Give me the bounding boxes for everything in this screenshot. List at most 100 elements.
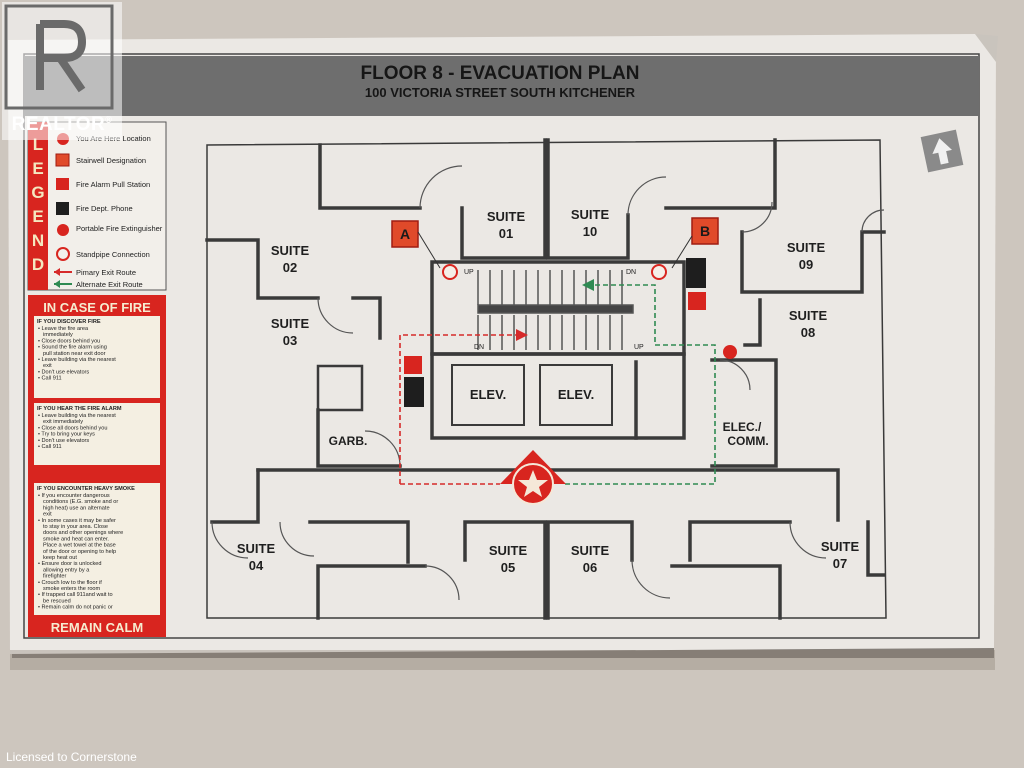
door-swing [279,521,315,557]
realtor-wordmark-text: REALTOR [11,114,106,135]
fire-instruction-line: • If trapped call 911and wait to [38,592,113,598]
suite-label: SUITE [271,243,310,258]
phone-icon [686,258,706,288]
legend-letter: G [31,183,44,202]
suite-label: SUITE [571,543,610,558]
wall [670,564,782,620]
fire-instruction-line: • If you encounter dangerous [38,493,110,499]
legend-label: Alternate Exit Route [76,280,143,289]
wall [664,138,777,210]
fire-instruction-line: Place a wet towel at the base [43,543,116,549]
legend-letter: D [32,255,44,274]
fire-alarm-icon [404,356,422,374]
fire-instruction-line: • Don't use elevators [38,369,89,375]
legend-label: Stairwell Designation [76,156,146,165]
fire-instruction-line: • Remain calm do not panic or [38,605,113,611]
suite-number: 05 [501,560,515,575]
legend-red-strip [28,122,48,290]
registered-mark: ® [105,114,113,125]
fire-instruction-line: • Leave building via the nearest [38,413,116,419]
stair-direction-labels: UP DN DN UP [464,269,644,351]
standpipe-icon [442,264,458,280]
wall [463,520,547,620]
suite-number: 07 [833,556,847,571]
wall [210,468,260,524]
door-swing [317,297,354,334]
fire-instruction-line: allowing entry by a [43,567,90,573]
elevator-label: ELEV. [470,387,506,402]
elec-label: ELEC./ [723,420,762,434]
fire-section-2 [34,403,160,465]
stairwell-a-marker [391,220,419,248]
extinguisher-icon [723,345,737,359]
realtor-logo-icon [4,4,114,110]
legend-label: Fire Dept. Phone [76,204,133,213]
fire-instruction-line: exit immediately [43,419,83,425]
wall [740,230,886,294]
sign-title: FLOOR 8 - EVACUATION PLAN [360,63,639,84]
legend-letter: L [33,135,43,154]
suite-number: 06 [583,560,597,575]
stairwell-b-label: B [700,223,710,239]
garbage-label: GARB. [329,434,368,448]
outer-wall [206,139,887,619]
realtor-wordmark: REALTOR® [2,114,122,136]
stairwell-a-label: A [400,226,410,242]
fire-panel-footer: REMAIN CALM [51,620,143,635]
standpipe-icon [56,247,70,261]
suite-label: SUITE [237,541,276,556]
primary-exit-route [399,334,520,484]
door-swing [419,165,463,209]
legend-vertical-label: L E G E N D [31,135,44,274]
fire-instruction-line: smoke enters the room [43,586,101,592]
legend-letter: E [32,207,43,226]
suite-number: 10 [583,224,597,239]
stair-treads [477,270,634,350]
north-arrow-head [932,138,952,165]
wall [316,564,427,620]
fire-instruction-line: doors and other openings where [43,530,123,536]
stair-up-label: UP [634,344,644,351]
stairwell-icon [55,153,70,167]
fire-instruction-line: exit [43,363,52,369]
plan-frame [23,53,980,639]
alternate-exit-route [565,284,716,485]
fire-section-title: IF YOU DISCOVER FIRE [37,319,101,325]
wall [688,520,792,562]
fire-instruction-line: to stay in your area. Close [43,524,108,530]
fire-instruction-line: pull station near exit door [43,351,106,357]
fire-instruction-line: smoke and heat can enter. [43,536,109,542]
legend-letter: N [32,231,44,250]
legend-label: Pimary Exit Route [76,268,136,277]
suite-label: SUITE [787,240,826,255]
fire-panel-text: IF YOU DISCOVER FIRE• Leave the fire are… [37,319,135,611]
door-swing [631,559,671,599]
wall [710,358,778,468]
door-swing [719,359,751,391]
primary-arrow-head [54,268,60,276]
stair-dn-label: DN [474,344,484,351]
door-swing [211,521,249,559]
sign-address: 100 VICTORIA STREET SOUTH KITCHENER [365,85,636,100]
suite-label: SUITE [489,543,528,558]
wall [256,468,840,522]
fire-instruction-line: exit [43,512,52,518]
fire-instruction-line: • Close all doors behind you [38,425,107,431]
star-icon [518,470,548,497]
suite-label: SUITE [571,207,610,222]
phone-icon [404,377,424,407]
stair-landing [477,304,634,314]
fire-instruction-line: • Leave the fire area [38,326,89,332]
door-swing [741,201,773,233]
fire-section-1 [34,316,160,398]
suite-number: 08 [801,325,815,340]
fire-instruction-line: firefighter [43,574,66,580]
suite-number: 09 [799,257,813,272]
fire-instruction-line: • Ensure door is unlocked [38,561,102,567]
fire-instruction-line: high heat) use an alternate [43,505,110,511]
wall [308,520,410,564]
extinguisher-icon [57,224,69,236]
suite-label: SUITE [487,209,526,224]
fire-instruction-line: of the door or opening to help [43,549,116,555]
